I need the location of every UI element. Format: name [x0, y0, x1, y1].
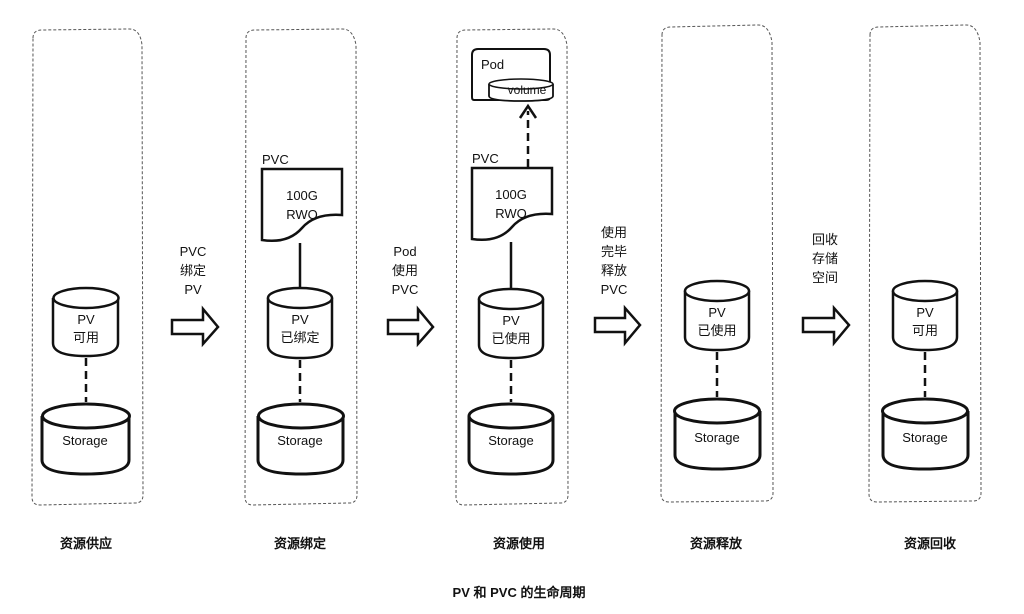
arrow-right-icon [593, 304, 642, 347]
stage-label: 资源回收 [904, 536, 957, 551]
transition-text: 回收 [812, 232, 838, 247]
storage-label: Storage [62, 433, 108, 448]
stage-releasing: PV 已使用 Storage 资源释放 [660, 24, 774, 551]
pv-cylinder: PV 已使用 [477, 287, 545, 360]
pvc-document: PVC 100G RWO [470, 151, 554, 241]
pv-name: PV [708, 305, 726, 320]
storage-cylinder: Storage [467, 402, 555, 476]
transition-text: 释放 [601, 263, 627, 278]
pvc-access-mode: RWO [495, 206, 527, 221]
pvc-size: 100G [495, 187, 527, 202]
transition-use: Pod 使用 PVC [386, 244, 435, 348]
volume-cylinder: volume [488, 78, 554, 102]
transition-reclaim: 回收 存储 空间 [801, 232, 851, 347]
storage-cylinder: Storage [256, 402, 345, 476]
pv-status: 已绑定 [280, 330, 319, 345]
transition-release: 使用 完毕 释放 PVC [593, 225, 642, 347]
pv-status: 可用 [73, 330, 99, 345]
pvc-access-mode: RWO [286, 207, 318, 222]
transition-text: PVC [392, 282, 419, 297]
stage-panel [31, 28, 144, 506]
pv-name: PV [77, 312, 95, 327]
storage-label: Storage [902, 430, 948, 445]
stage-binding: PVC 100G RWO PV 已绑定 Storage 资源绑定 [244, 28, 358, 551]
arrow-right-icon [386, 305, 435, 348]
stage-panel [660, 24, 774, 503]
arrow-right-icon [801, 304, 851, 347]
pvc-name: PVC [472, 151, 499, 166]
stage-provisioning: PV 可用 Storage 资源供应 [31, 28, 144, 551]
transition-text: 绑定 [180, 263, 206, 278]
storage-label: Storage [694, 430, 740, 445]
transition-text: 存储 [812, 251, 838, 266]
transition-text: PVC [180, 244, 207, 259]
storage-label: Storage [488, 433, 534, 448]
stage-label: 资源供应 [60, 536, 112, 551]
pv-name: PV [916, 305, 934, 320]
volume-label: volume [508, 83, 547, 97]
arrow-right-icon [170, 305, 220, 348]
arrow-up-icon [518, 103, 538, 119]
transition-text: 完毕 [601, 244, 627, 259]
pv-name: PV [291, 312, 309, 327]
transition-text: 使用 [601, 225, 627, 240]
pv-cylinder: PV 已绑定 [266, 286, 334, 360]
pv-cylinder: PV 可用 [51, 286, 120, 358]
stage-using: Pod volume PVC 100G RWO PV 已使用 Stor [455, 28, 569, 551]
stage-reclaiming: PV 可用 Storage 资源回收 [868, 24, 982, 551]
pod-name: Pod [481, 57, 504, 72]
pvc-name: PVC [262, 152, 289, 167]
stage-label: 资源使用 [493, 536, 545, 551]
pvc-document: PVC 100G RWO [260, 152, 344, 242]
transition-text: 使用 [392, 263, 418, 278]
stage-panel [868, 24, 982, 503]
transition-text: Pod [393, 244, 416, 259]
diagram-title: PV 和 PVC 的生命周期 [453, 585, 586, 600]
pv-name: PV [502, 313, 520, 328]
stage-panel [244, 28, 358, 506]
pvc-size: 100G [286, 188, 318, 203]
storage-cylinder: Storage [881, 397, 970, 471]
pv-status: 可用 [912, 323, 938, 338]
pv-status: 已使用 [491, 331, 530, 346]
stage-label: 资源释放 [690, 536, 743, 551]
transition-text: 空间 [812, 270, 838, 285]
stage-panel [455, 28, 569, 506]
pv-cylinder: PV 已使用 [683, 279, 751, 352]
pv-cylinder: PV 可用 [891, 279, 959, 352]
pod-box: Pod volume [471, 48, 554, 102]
storage-cylinder: Storage [40, 402, 131, 476]
stage-label: 资源绑定 [274, 536, 326, 551]
transition-bind: PVC 绑定 PV [170, 244, 220, 348]
transition-text: PVC [601, 282, 628, 297]
storage-label: Storage [277, 433, 323, 448]
transition-text: PV [184, 282, 202, 297]
storage-cylinder: Storage [673, 397, 762, 471]
pv-status: 已使用 [697, 323, 736, 338]
